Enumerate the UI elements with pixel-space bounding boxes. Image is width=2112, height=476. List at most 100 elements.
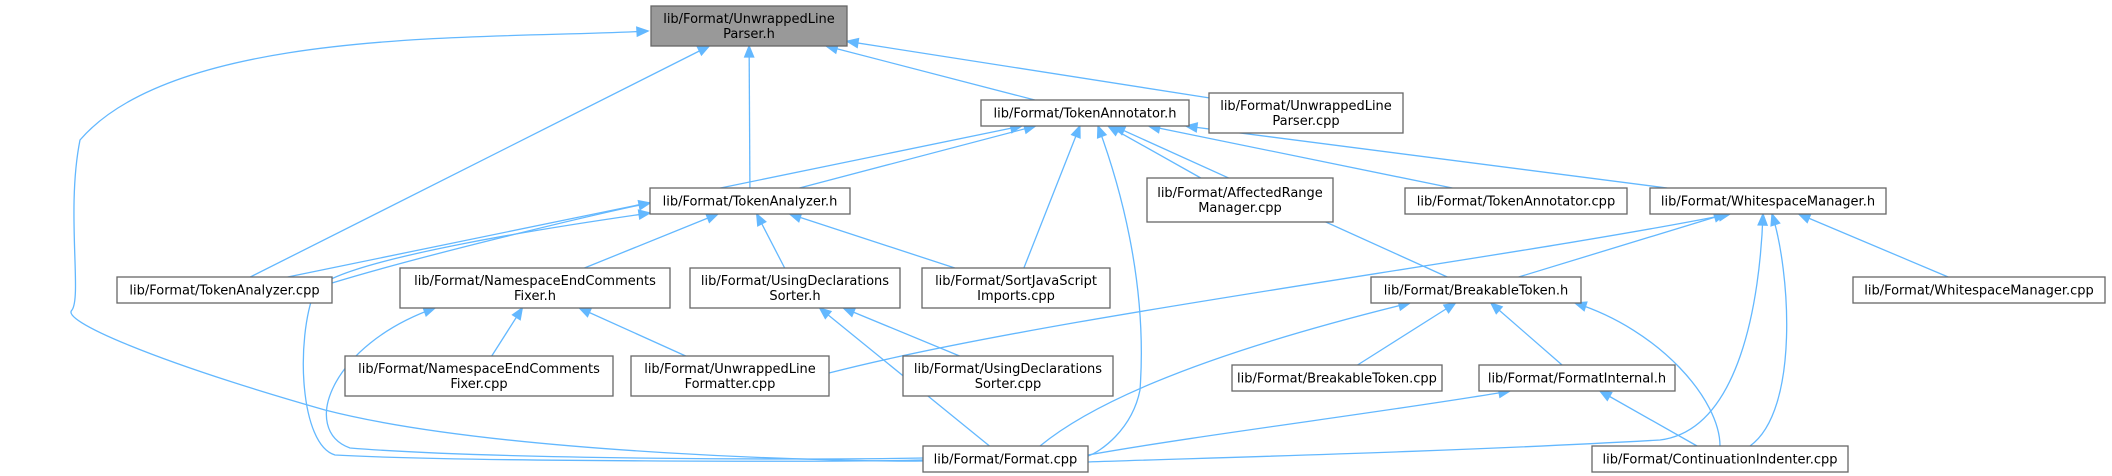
node-label-line: Parser.cpp [1272,114,1339,129]
node-box [1478,364,1676,392]
node-box [650,5,848,47]
node-box [1649,187,1887,215]
node-label-line: Fixer.h [514,289,556,304]
node-label-line: Sorter.h [769,289,820,304]
node-label-line: Manager.cpp [1198,201,1282,216]
node-box [922,445,1089,473]
file-node-ta-cpp[interactable]: lib/Format/TokenAnnotator.cpp [1404,187,1628,215]
edge-wm_h-to-ci_cpp [1749,212,1788,447]
edge-uds_h-to-uds_cpp [841,307,960,357]
node-label-line: Formatter.cpp [685,377,776,392]
node-label-line: lib/Format/UnwrappedLine [644,362,816,377]
node-box [921,267,1111,309]
node-box [116,276,333,304]
node-label-line: Sorter.cpp [975,377,1042,392]
node-box [902,355,1114,397]
arrowhead-icon [755,212,767,227]
node-label-line: lib/Format/AffectedRange [1157,186,1323,201]
edge-ta_h-to-sjs_cpp [1023,124,1081,269]
node-box [649,187,851,215]
edge-wm_h-to-wm_cpp [1797,213,1949,278]
node-box [1591,445,1849,473]
file-node-wm-h[interactable]: lib/Format/WhitespaceManager.h [1649,187,1887,215]
edge-bt_h-to-fi_h [1489,301,1563,366]
edge-fi_h-to-format_cpp [1087,387,1512,456]
node-label-line: Parser.h [723,27,775,42]
file-node-format-cpp[interactable]: lib/Format/Format.cpp [922,445,1089,473]
edge-tan_h-to-tan_cpp [331,199,652,284]
edge-tan_h-to-sjs_cpp [788,212,956,269]
arrowhead-icon [1757,212,1769,226]
edge-tan_h-to-necf_h [584,213,720,269]
node-label-line: lib/Format/WhitespaceManager.h [1661,195,1875,210]
file-node-tan-h[interactable]: lib/Format/TokenAnalyzer.h [649,187,851,215]
edge-ulp_h-to-format_cpp [70,26,924,462]
node-box [630,355,830,397]
file-node-wm-cpp[interactable]: lib/Format/WhitespaceManager.cpp [1852,276,2106,304]
node-label-line: lib/Format/NamespaceEndComments [414,274,656,289]
node-box [344,355,614,397]
node-box [1208,92,1404,134]
node-label-line: lib/Format/TokenAnalyzer.h [663,195,838,210]
file-node-bt-h[interactable]: lib/Format/BreakableToken.h [1370,276,1582,304]
edge-wm_h-to-bt_h [1518,212,1727,278]
node-box [1370,276,1582,304]
file-node-fi-h[interactable]: lib/Format/FormatInternal.h [1478,364,1676,392]
arrowhead-icon [845,37,860,49]
edge-layer [70,26,1949,463]
node-label-line: lib/Format/Format.cpp [934,453,1078,468]
edge-ta_h-to-tan_h [799,123,1038,189]
node-label-line: lib/Format/UnwrappedLine [663,12,835,27]
node-label-line: lib/Format/NamespaceEndComments [358,362,600,377]
file-node-ci-cpp[interactable]: lib/Format/ContinuationIndenter.cpp [1591,445,1849,473]
node-label-line: lib/Format/UsingDeclarations [914,362,1102,377]
arrowhead-icon [422,306,437,318]
edge-bt_h-to-ci_cpp [1573,301,1721,447]
arrowhead-icon [636,26,650,38]
edge-ulp_h-to-ta_h [824,43,1035,101]
edge-ta_h-to-format_cpp [1087,124,1142,457]
file-node-ta-h[interactable]: lib/Format/TokenAnnotator.h [980,99,1190,127]
arrowhead-icon [1096,124,1108,139]
edge-ulp_h-to-tan_h [743,44,755,189]
arrowhead-icon [1770,212,1781,227]
node-label-line: lib/Format/BreakableToken.h [1384,284,1568,299]
file-node-bt-cpp[interactable]: lib/Format/BreakableToken.cpp [1231,364,1443,392]
edge-wm_h-to-format_cpp [1087,212,1769,463]
node-label-line: lib/Format/TokenAnalyzer.cpp [129,284,319,299]
node-layer: lib/Format/UnwrappedLineParser.hlib/Form… [116,5,2106,473]
node-label-line: lib/Format/UsingDeclarations [701,274,889,289]
arrowhead-icon [511,306,524,321]
node-label-line: lib/Format/UnwrappedLine [1220,99,1392,114]
edge-fi_h-to-ci_cpp [1598,390,1698,447]
node-label-line: lib/Format/BreakableToken.cpp [1237,372,1437,387]
node-box [980,99,1190,127]
node-label-line: lib/Format/FormatInternal.h [1488,372,1666,387]
edge-necf_h-to-necf_cpp [491,306,524,357]
arrowhead-icon [696,45,711,57]
node-box [1404,187,1628,215]
arrowhead-icon [637,199,652,211]
node-box [689,267,901,309]
arrowhead-icon [1797,213,1812,224]
arrowhead-icon [577,307,593,318]
edge-tan_h-to-uds_h [755,212,786,269]
node-label-line: lib/Format/WhitespaceManager.cpp [1864,284,2094,299]
edge-necf_h-to-ulf_cpp [577,307,686,357]
edge-ta_h-to-wm_h [1184,122,1668,189]
node-box [1146,177,1334,223]
arrowhead-icon [818,306,833,320]
file-node-tan-cpp[interactable]: lib/Format/TokenAnalyzer.cpp [116,276,333,304]
node-box [1231,364,1443,392]
node-label-line: lib/Format/TokenAnnotator.cpp [1417,195,1615,210]
